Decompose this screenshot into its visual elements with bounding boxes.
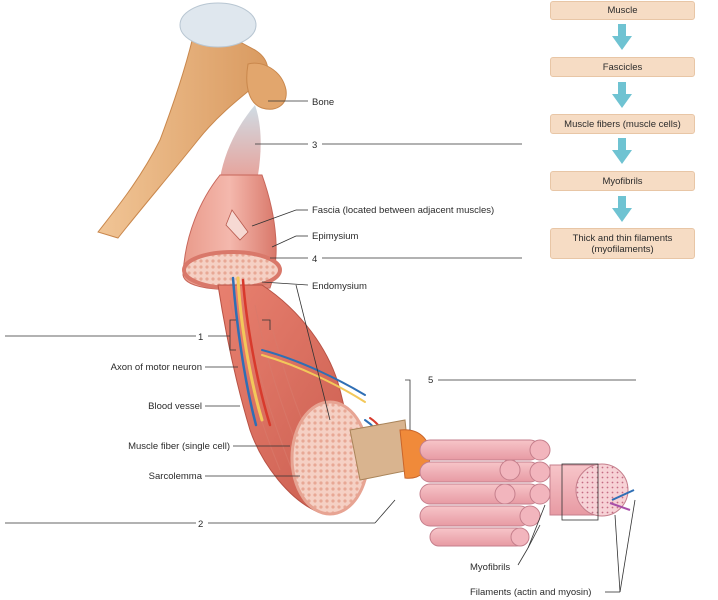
- label-number-4: 4: [312, 254, 317, 265]
- label-filaments: Filaments (actin and myosin): [470, 587, 591, 598]
- label-myofibrils: Myofibrils: [470, 562, 510, 573]
- label-epimysium: Epimysium: [312, 231, 359, 242]
- flow-step-filaments: Thick and thin filaments (myofilaments): [550, 228, 695, 259]
- label-number-1: 1: [198, 332, 203, 343]
- label-muscle-fiber: Muscle fiber (single cell): [128, 441, 230, 452]
- axon-of-motor-neuron: [236, 276, 264, 422]
- blood-vessel-red: [241, 278, 272, 427]
- cartilage: [179, 2, 257, 48]
- label-endomysium: Endomysium: [312, 281, 367, 292]
- label-fascia: Fascia (located between adjacent muscles…: [312, 205, 494, 216]
- flow-arrow-icon: [612, 196, 632, 222]
- myofibril-bundle: [419, 439, 551, 547]
- fascia-tissue: [225, 209, 249, 241]
- label-sarcolemma: Sarcolemma: [149, 471, 203, 482]
- flow-arrow-icon: [612, 82, 632, 108]
- bone: [97, 2, 287, 239]
- leader-lines: [5, 100, 636, 593]
- blood-vessel-blue: [231, 276, 258, 427]
- label-blood-vessel: Blood vessel: [148, 401, 202, 412]
- label-axon: Axon of motor neuron: [111, 362, 202, 373]
- tendon: [220, 105, 261, 178]
- label-bone: Bone: [312, 97, 334, 108]
- muscle-fiber: [349, 419, 431, 481]
- flow-step-muscle: Muscle: [550, 1, 695, 20]
- flow-step-fascicles: Fascicles: [550, 57, 695, 77]
- label-number-2: 2: [198, 519, 203, 530]
- flow-arrow-icon: [612, 138, 632, 164]
- label-number-3: 3: [312, 140, 317, 151]
- myofibril-detail: [549, 463, 635, 517]
- flow-step-myofibrils: Myofibrils: [550, 171, 695, 191]
- label-number-5: 5: [428, 375, 433, 386]
- flow-step-muscle-fibers: Muscle fibers (muscle cells): [550, 114, 695, 134]
- flow-arrow-icon: [612, 24, 632, 50]
